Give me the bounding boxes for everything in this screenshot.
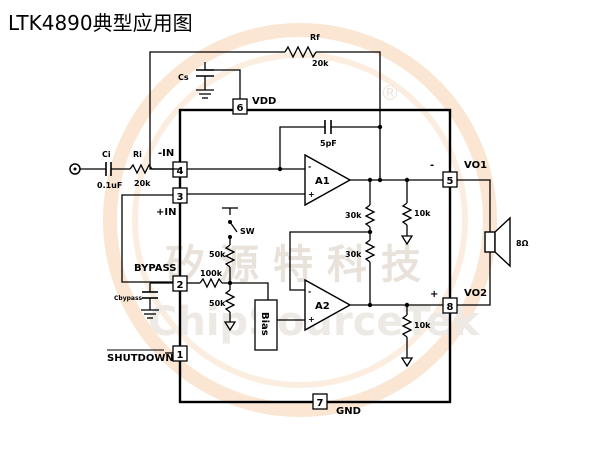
label-pos-in: +IN xyxy=(156,207,176,218)
bias-block xyxy=(254,299,278,351)
label-vo2: VO2 xyxy=(464,288,487,299)
label-neg-in: -IN xyxy=(158,148,174,159)
speaker-wire-bot xyxy=(457,252,491,306)
pin-2: 2 xyxy=(172,275,188,292)
svg-text:5: 5 xyxy=(447,176,454,187)
watermark: 矽源特科技 ChipSourceTek ® xyxy=(103,23,497,417)
sign-vo1: - xyxy=(430,160,434,171)
svg-text:30k: 30k xyxy=(345,250,362,259)
svg-text:50k: 50k xyxy=(209,299,226,308)
speaker-cone xyxy=(494,216,511,268)
watermark-reg: ® xyxy=(380,81,400,105)
ci-value: 0.1uF xyxy=(97,181,122,190)
speaker-body xyxy=(484,231,496,253)
cs-label: Cs xyxy=(178,73,189,82)
r30k-top xyxy=(364,204,376,228)
rf-wire-right xyxy=(316,51,381,180)
watermark-ring-inner xyxy=(132,52,468,388)
pin-3: 3 xyxy=(172,187,188,204)
sw-blade xyxy=(229,221,238,233)
svg-text:Bias: Bias xyxy=(259,312,270,336)
speaker-label: 8Ω xyxy=(516,239,529,248)
watermark-cn: 矽源特科技 xyxy=(165,242,435,288)
r100k xyxy=(199,277,223,289)
rf-value: 20k xyxy=(312,59,329,68)
svg-text:A2: A2 xyxy=(315,301,330,312)
rf-resistor xyxy=(284,45,317,59)
op-amp-a2 xyxy=(304,278,352,332)
ri-value: 20k xyxy=(134,179,151,188)
svg-text:7: 7 xyxy=(317,398,324,409)
5pf-wire xyxy=(279,126,325,160)
svg-text:100k: 100k xyxy=(200,269,223,278)
sign-vo2: + xyxy=(430,289,438,300)
op-amp-a1 xyxy=(304,153,352,207)
label-bypass: BYPASS xyxy=(134,263,176,274)
svg-text:1: 1 xyxy=(177,350,184,361)
svg-text:10k: 10k xyxy=(414,209,431,218)
svg-text:4: 4 xyxy=(177,166,184,177)
svg-text:8: 8 xyxy=(447,302,454,313)
svg-text:+: + xyxy=(308,190,315,199)
svg-text:6: 6 xyxy=(237,103,244,114)
diagram-title: LTK4890典型应用图 xyxy=(8,11,193,35)
ri-resistor xyxy=(129,163,153,175)
svg-text:50k: 50k xyxy=(209,250,226,259)
svg-text:-: - xyxy=(308,287,311,296)
svg-text:A1: A1 xyxy=(315,176,330,187)
pos-in-loop xyxy=(121,194,173,283)
pin-8: 8 xyxy=(442,297,458,314)
pin-5: 5 xyxy=(442,171,458,188)
r10k-bot xyxy=(401,314,413,338)
svg-text:2: 2 xyxy=(177,280,184,291)
cbypass-ground xyxy=(141,309,159,319)
svg-text:10k: 10k xyxy=(414,321,431,330)
label-shutdown: SHUTDOWN xyxy=(107,353,174,364)
r50k-bot xyxy=(224,289,236,313)
c5p-label: 5pF xyxy=(320,139,337,148)
svg-text:3: 3 xyxy=(177,192,184,203)
label-vdd: VDD xyxy=(252,96,276,107)
pin-1: 1 xyxy=(172,345,188,362)
ri-label: Ri xyxy=(133,150,142,159)
svg-text:+: + xyxy=(308,315,315,324)
r10k-top xyxy=(401,202,413,226)
svg-text:SW: SW xyxy=(240,227,255,236)
r50k-top xyxy=(224,244,236,268)
cs-ground xyxy=(196,89,214,99)
svg-text:-: - xyxy=(308,162,311,171)
svg-text:30k: 30k xyxy=(345,211,362,220)
r30k-bot xyxy=(364,239,376,263)
ci-label: Ci xyxy=(102,150,111,159)
vdd-wire xyxy=(205,69,241,99)
pin-6: 6 xyxy=(232,98,248,115)
label-vo1: VO1 xyxy=(464,160,487,171)
speaker-wire-top xyxy=(457,179,491,232)
rf-label: Rf xyxy=(310,33,320,42)
cbypass-label: Cbypass xyxy=(114,295,143,302)
label-gnd: GND xyxy=(336,406,361,417)
pin-7: 7 xyxy=(312,393,328,410)
